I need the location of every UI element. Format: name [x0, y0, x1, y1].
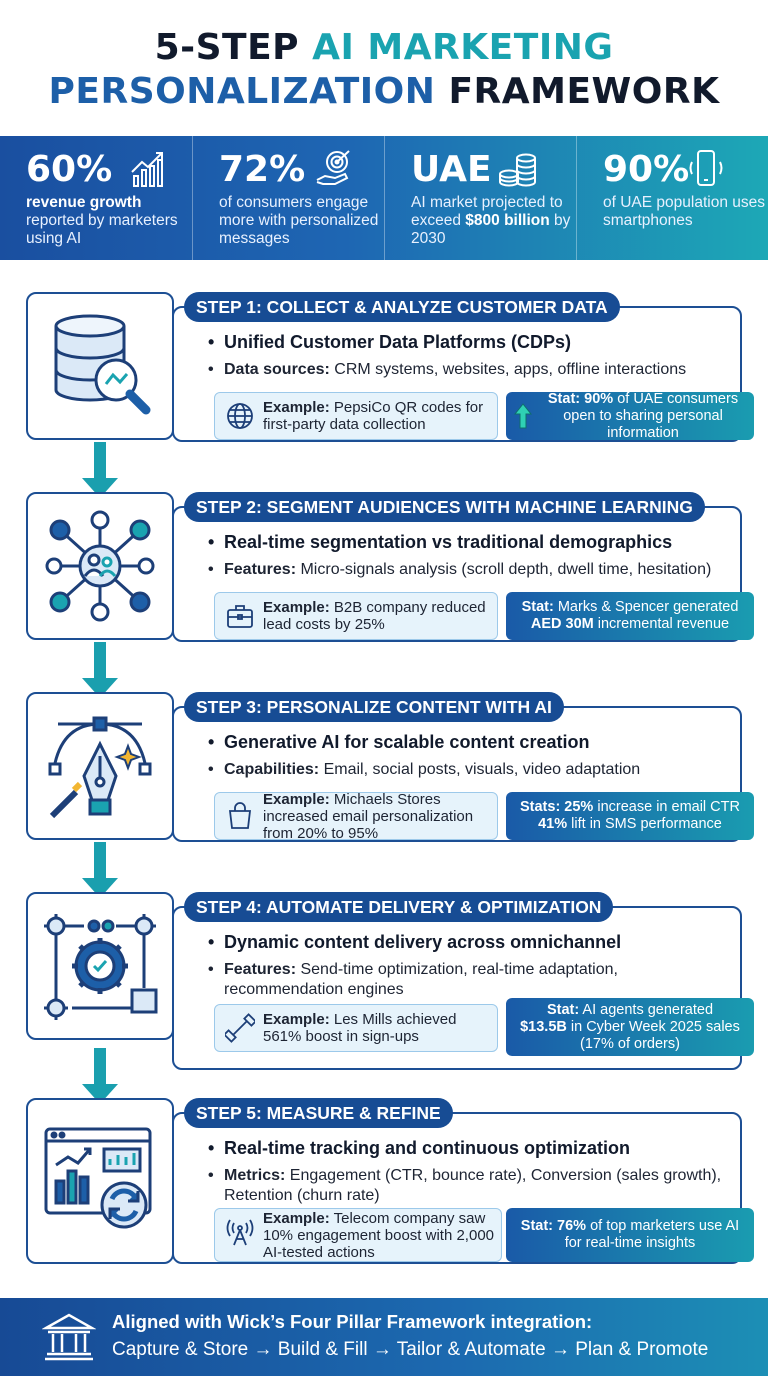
footer-pillars: Capture & Store → Build & Fill → Tailor …	[112, 1339, 709, 1360]
flow-arrow-3	[82, 842, 118, 898]
antenna-icon	[226, 1219, 254, 1246]
step-5: STEP 5: MEASURE & REFINE Real-time track…	[26, 1098, 754, 1264]
step-5-example: Example: Telecom company saw 10% engagem…	[214, 1208, 502, 1262]
step-1-example: Example: PepsiCo QR codes for first-part…	[214, 392, 498, 440]
stats-band: 60% revenue growth reported by marketers…	[0, 136, 768, 260]
step-2: STEP 2: SEGMENT AUDIENCES WITH MACHINE L…	[26, 492, 754, 644]
growth-chart-icon	[131, 152, 163, 187]
globe-icon	[227, 403, 253, 429]
step-5-title: STEP 5: MEASURE & REFINE	[184, 1098, 453, 1128]
step-2-bullet-detail: Features: Micro-signals analysis (scroll…	[208, 560, 738, 580]
flow-arrow-2	[82, 642, 118, 698]
up-arrow-icon	[514, 403, 532, 429]
step-4-example: Example: Les Mills achieved 561% boost i…	[214, 1004, 498, 1052]
step-4-title: STEP 4: AUTOMATE DELIVERY & OPTIMIZATION	[184, 892, 614, 922]
step-4-bullet-main: Dynamic content delivery across omnichan…	[208, 930, 738, 954]
smartphone-icon	[689, 150, 723, 186]
step-1-bullet-detail: Data sources: CRM systems, websites, app…	[208, 360, 738, 380]
shopping-bag-icon	[228, 802, 252, 829]
step-5-bullet-main: Real-time tracking and continuous optimi…	[208, 1136, 738, 1160]
step-3-bullet-main: Generative AI for scalable content creat…	[208, 730, 738, 754]
step-1-title: STEP 1: COLLECT & ANALYZE CUSTOMER DATA	[184, 292, 620, 322]
stat-smartphone-usage: 90% of UAE population uses smartphones	[576, 136, 768, 260]
stat-consumer-engagement: 72% of consumers engage more with person…	[192, 136, 384, 260]
step-2-example: Example: B2B company reduced lead costs …	[214, 592, 498, 640]
footer-banner: Aligned with Wick’s Four Pillar Framewor…	[0, 1298, 768, 1376]
target-hand-icon	[316, 150, 350, 185]
step-1: STEP 1: COLLECT & ANALYZE CUSTOMER DATA …	[26, 292, 754, 444]
flow-arrow-1	[82, 442, 118, 498]
step-1-stat: Stat: 90% of UAE consumers open to shari…	[506, 391, 754, 441]
step-4-stat: Stat: AI agents generated$13.5B in Cyber…	[506, 998, 754, 1056]
flow-arrow-4	[82, 1048, 118, 1104]
step-3: STEP 3: PERSONALIZE CONTENT WITH AI Gene…	[26, 692, 754, 844]
footer-headline: Aligned with Wick’s Four Pillar Framewor…	[112, 1311, 593, 1332]
stat-revenue-growth: 60% revenue growth reported by marketers…	[26, 149, 178, 248]
step-4-bullet-detail: Features: Send-time optimization, real-t…	[208, 960, 738, 1000]
step-3-example: Example: Michaels Stores increased email…	[214, 791, 498, 842]
step-3-bullet-detail: Capabilities: Email, social posts, visua…	[208, 760, 738, 780]
dashboard-refresh-icon	[44, 1127, 152, 1229]
pen-tool-icon	[48, 716, 152, 819]
page-title: 5-STEP AI MARKETING PERSONALIZATION FRAM…	[48, 27, 720, 112]
institution-icon	[42, 1313, 96, 1361]
database-search-icon	[54, 314, 151, 415]
step-5-stat: Stat: 76% of top marketers use AI for re…	[506, 1208, 754, 1262]
network-people-icon	[45, 510, 155, 622]
step-5-bullet-detail: Metrics: Engagement (CTR, bounce rate), …	[208, 1166, 738, 1206]
briefcase-icon	[227, 605, 253, 628]
stat-uae-ai-market: UAE AI market projected to exceed $800 b…	[384, 136, 576, 260]
step-2-title: STEP 2: SEGMENT AUDIENCES WITH MACHINE L…	[184, 492, 705, 522]
coin-stack-icon	[499, 153, 536, 187]
gears-automation-icon	[44, 914, 158, 1020]
dumbbell-icon	[225, 1013, 255, 1043]
step-1-bullet-main: Unified Customer Data Platforms (CDPs)	[208, 330, 738, 354]
step-2-bullet-main: Real-time segmentation vs traditional de…	[208, 530, 738, 554]
step-4: STEP 4: AUTOMATE DELIVERY & OPTIMIZATION…	[26, 892, 754, 1070]
step-3-title: STEP 3: PERSONALIZE CONTENT WITH AI	[184, 692, 564, 722]
